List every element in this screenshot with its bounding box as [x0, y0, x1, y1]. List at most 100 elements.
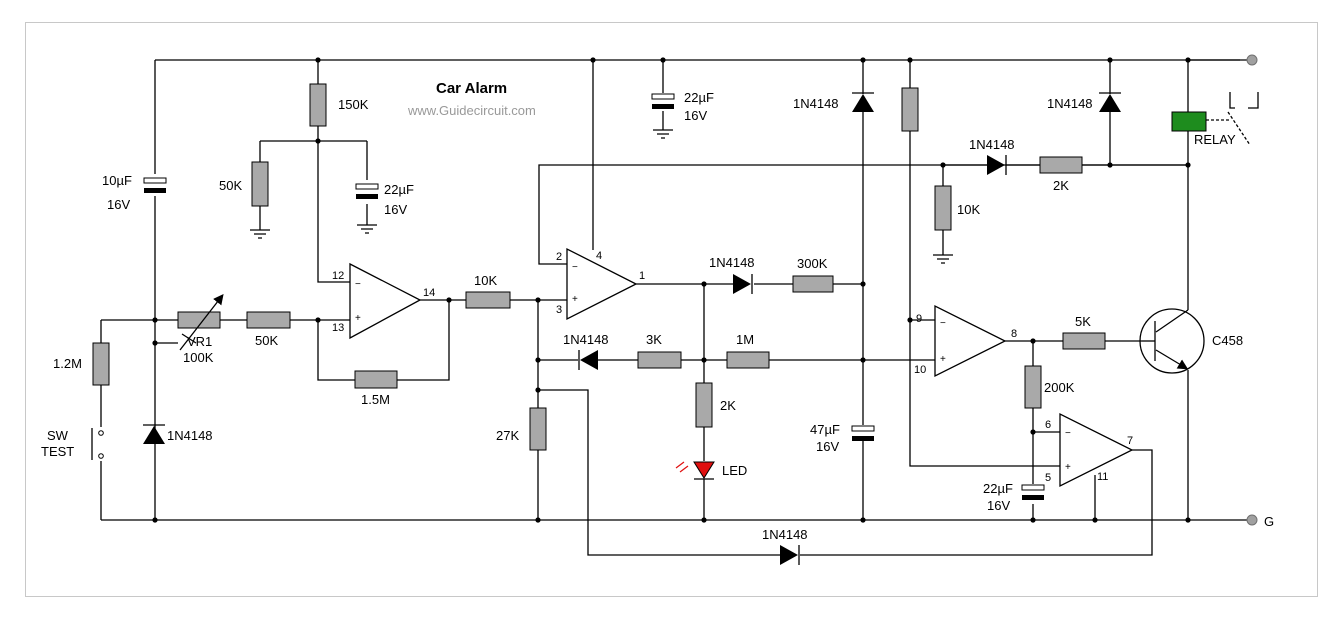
resistor-2k-led: [695, 382, 713, 428]
u2-pin-vcc: 4: [596, 250, 602, 262]
diagram-frame: [25, 22, 1318, 597]
r-27k-label: 27K: [496, 428, 519, 443]
resistor-10k-shunt: [934, 185, 952, 231]
svg-text:+: +: [940, 354, 946, 365]
diagram-title: Car Alarm: [436, 80, 507, 97]
website-credit: www.Guidecircuit.com: [407, 103, 536, 118]
resistor-50k-series: [246, 311, 291, 329]
c1-value-label: 10µF: [102, 173, 132, 188]
svg-text:−: −: [1065, 428, 1071, 439]
r-50k-shunt-label: 50K: [219, 178, 242, 193]
ground-terminal-label: G: [1264, 514, 1274, 529]
diode-back: [578, 350, 598, 370]
u1-pin-out: 14: [423, 287, 435, 299]
d-supply-label: 1N4148: [793, 96, 839, 111]
u4-pin-inv: 6: [1045, 419, 1051, 431]
resistor-top-divider: [901, 87, 919, 132]
led-label: LED: [722, 463, 747, 478]
resistor-1-5m: [354, 370, 398, 389]
opamp-u3: − +: [934, 304, 1007, 378]
r-3k-label: 3K: [646, 332, 662, 347]
opamp-u4: − +: [1059, 412, 1134, 488]
d-back-label: 1N4148: [563, 332, 609, 347]
vr1-value-label: 100K: [183, 350, 214, 365]
diode-relay-path: [987, 155, 1007, 175]
r-10k-shunt-label: 10K: [957, 202, 980, 217]
resistor-2k-relay: [1039, 156, 1083, 174]
led-indicator: [675, 461, 715, 480]
resistor-3k: [637, 351, 682, 369]
capacitor-c1: [143, 177, 167, 193]
c4-voltage-label: 16V: [816, 439, 839, 454]
d-led-path-label: 1N4148: [709, 255, 755, 270]
u3-pin-noninv: 10: [914, 364, 926, 376]
u3-pin-inv: 9: [916, 313, 922, 325]
u3-pin-out: 8: [1011, 328, 1017, 340]
r-300k-label: 300K: [797, 256, 828, 271]
resistor-50k-shunt: [251, 161, 269, 207]
d1-label: 1N4148: [167, 428, 213, 443]
svg-text:−: −: [940, 318, 946, 329]
c5-voltage-label: 16V: [987, 498, 1010, 513]
junctions: [152, 57, 1191, 523]
d-bottom-label: 1N4148: [762, 527, 808, 542]
r-2k-relay-label: 2K: [1053, 178, 1069, 193]
vr1-wiper-arrow: [179, 293, 224, 351]
resistor-5k: [1062, 332, 1106, 350]
resistor-1-2m: [92, 342, 110, 386]
relay-coil: [1171, 111, 1207, 132]
u1-pin-noninv: 13: [332, 322, 344, 334]
relay-label: RELAY: [1194, 132, 1236, 147]
sw-label-1: SW: [47, 428, 69, 443]
u2-pin-inv: 2: [556, 251, 562, 263]
r-200k-label: 200K: [1044, 380, 1075, 395]
transistor-c458: [1139, 308, 1205, 374]
resistor-27k: [529, 407, 547, 451]
test-switch: [91, 428, 104, 460]
c5-value-label: 22µF: [983, 481, 1013, 496]
u4-pin-gnd: 11: [1097, 471, 1108, 483]
r-150k-label: 150K: [338, 97, 369, 112]
vr1-name-label: VR1: [187, 334, 212, 349]
r-10k-series-label: 10K: [474, 273, 497, 288]
ground-terminal: [1246, 514, 1258, 526]
svg-text:+: +: [1065, 462, 1071, 473]
r-1-2m-label: 1.2M: [53, 356, 82, 371]
diode-supply: [852, 92, 874, 112]
c1-voltage-label: 16V: [107, 197, 130, 212]
u2-input-leads: [560, 263, 567, 301]
opamp-u1: − +: [349, 262, 422, 340]
u1-pin-inv: 12: [332, 270, 344, 282]
resistor-1m: [726, 351, 770, 369]
resistor-300k: [792, 275, 834, 293]
transistor-label: C458: [1212, 333, 1243, 348]
r-50k-series-label: 50K: [255, 333, 278, 348]
capacitor-c5: [1021, 484, 1045, 500]
c3-value-label: 22µF: [684, 90, 714, 105]
svg-text:−: −: [572, 262, 578, 273]
diode-led-path: [733, 274, 753, 294]
resistor-200k: [1024, 365, 1042, 409]
r-1m-label: 1M: [736, 332, 754, 347]
u2-pin-noninv: 3: [556, 304, 562, 316]
u2-pin-out: 1: [639, 270, 645, 282]
u4-pin-noninv: 5: [1045, 472, 1051, 484]
supply-terminal: [1246, 54, 1258, 66]
r-1-5m-label: 1.5M: [361, 392, 390, 407]
diode-bottom: [780, 545, 800, 565]
ground-symbols: [250, 129, 953, 264]
opamp-u2: − +: [566, 247, 638, 321]
c2-value-label: 22µF: [384, 182, 414, 197]
capacitor-c4: [851, 425, 875, 441]
capacitor-c3: [651, 93, 675, 109]
svg-text:+: +: [572, 294, 578, 305]
d-relay-clamp-label: 1N4148: [1047, 96, 1093, 111]
svg-text:−: −: [355, 279, 361, 290]
u4-pin-out: 7: [1127, 435, 1133, 447]
capacitor-c2: [355, 183, 379, 199]
svg-text:+: +: [355, 313, 361, 324]
r-2k-led-label: 2K: [720, 398, 736, 413]
sw-label-2: TEST: [41, 444, 74, 459]
c2-voltage-label: 16V: [384, 202, 407, 217]
c3-voltage-label: 16V: [684, 108, 707, 123]
